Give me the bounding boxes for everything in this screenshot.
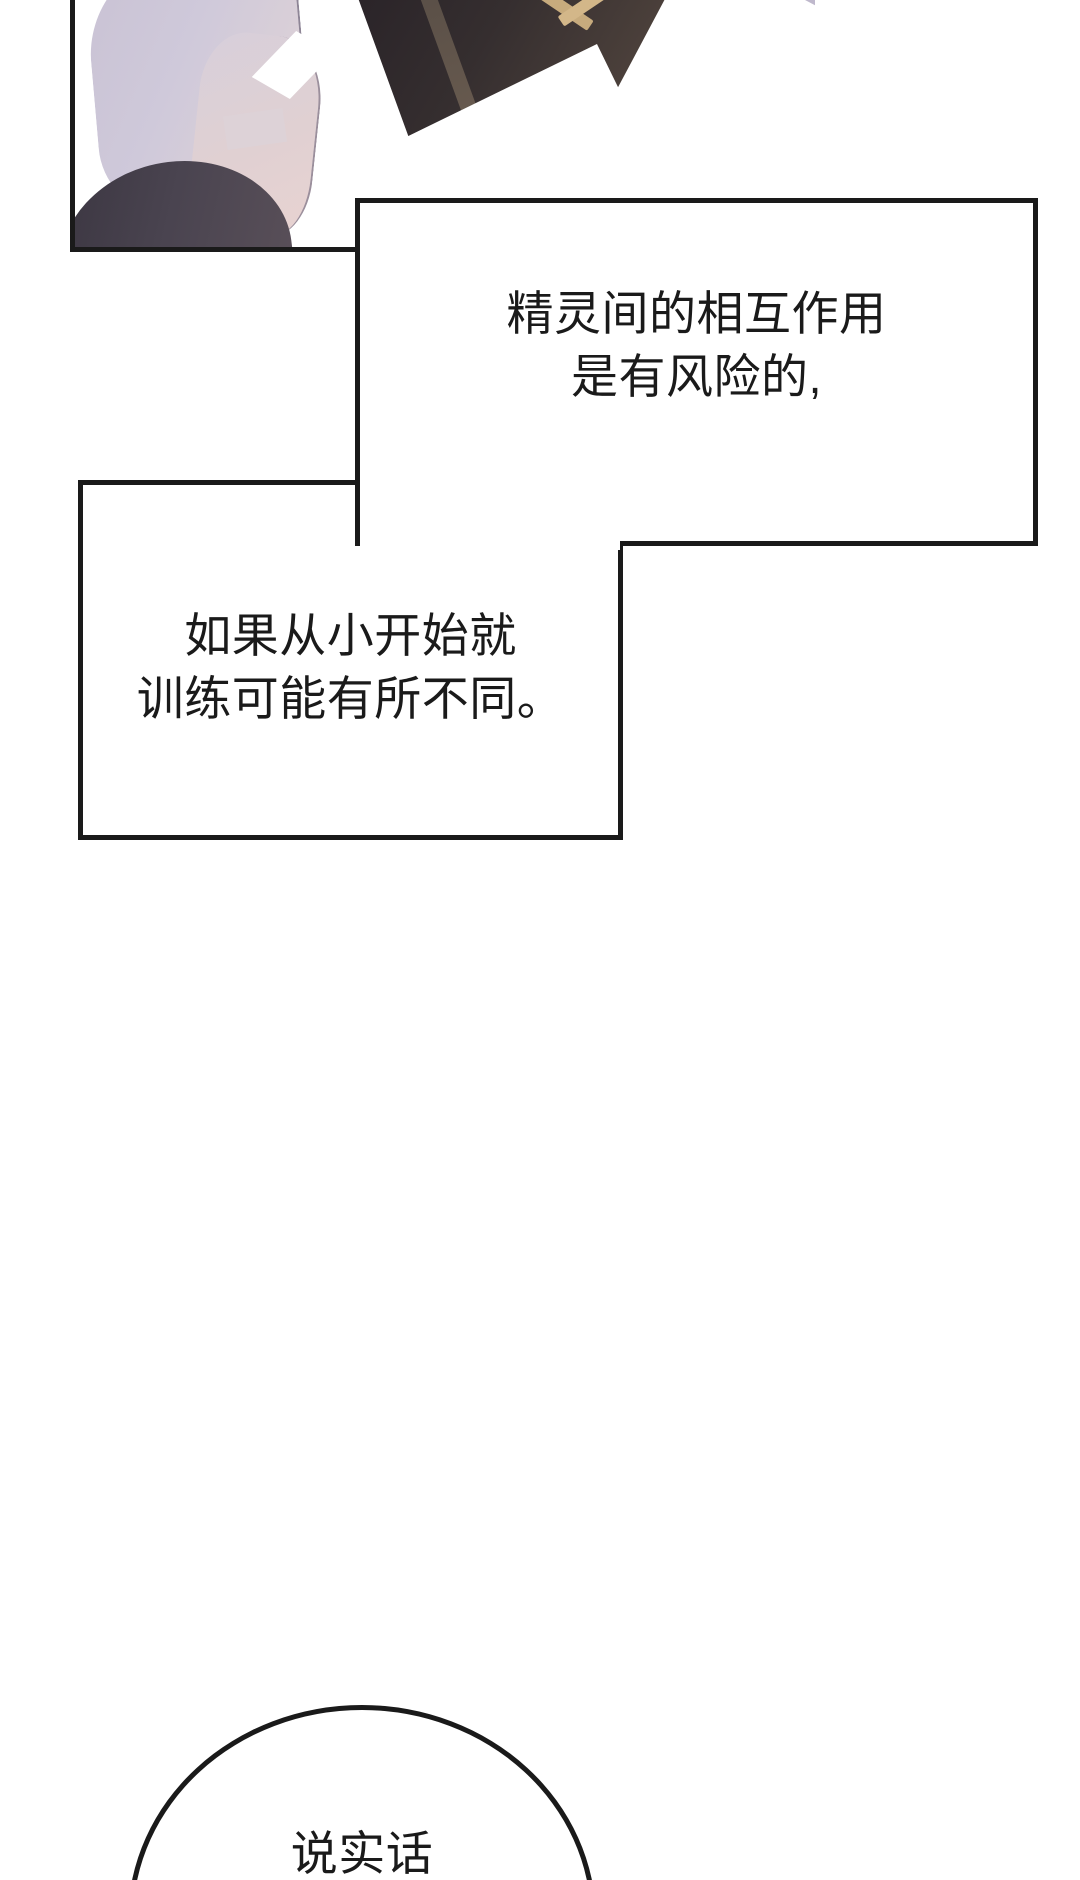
speech-bubble-2-text: 如果从小开始就 训练可能有所不同。 xyxy=(136,609,565,725)
speech-bubble-2-notch-mask xyxy=(360,474,620,550)
speech-bubble-3-text: 说实话 xyxy=(290,1827,434,1880)
speech-bubble-1-text: 精灵间的相互作用 是有风险的, xyxy=(506,287,887,403)
